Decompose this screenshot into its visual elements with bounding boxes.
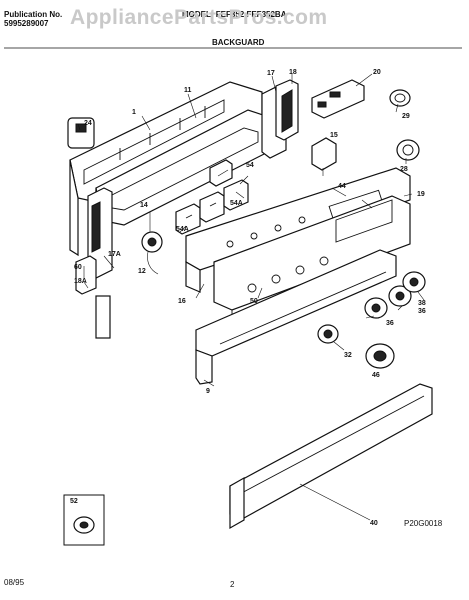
publication-number: 5995289007 — [4, 19, 49, 28]
part-24-cap — [67, 117, 95, 149]
callout-17: 17 — [267, 70, 275, 77]
callout-15: 15 — [330, 132, 338, 139]
gear-motor — [141, 231, 163, 275]
callout-54: 54 — [246, 162, 254, 169]
callout-54a-lower: 54A — [176, 226, 189, 233]
right-end-cap — [261, 79, 299, 159]
callout-20: 20 — [373, 69, 381, 76]
callout-19: 19 — [417, 191, 425, 198]
switch-modules — [175, 159, 249, 235]
callout-11: 11 — [184, 87, 192, 94]
callout-9: 9 — [206, 388, 210, 395]
callout-16: 16 — [178, 298, 186, 305]
small-knobs — [389, 89, 420, 161]
part-15-bracket — [311, 137, 337, 171]
callout-18a: 18A — [74, 278, 87, 285]
callout-60: 60 — [74, 264, 82, 271]
callout-28: 28 — [400, 166, 408, 173]
callout-36-mid: 36 — [386, 320, 394, 327]
callout-17a: 17A — [108, 251, 121, 258]
publication-label: Publication No. — [4, 10, 63, 19]
callout-46: 46 — [372, 372, 380, 379]
callout-18: 18 — [289, 69, 297, 76]
callout-40: 40 — [370, 520, 378, 527]
control-knobs — [317, 271, 426, 369]
callout-12: 12 — [138, 268, 146, 275]
callout-44: 44 — [338, 183, 346, 190]
left-end-cap — [75, 187, 113, 339]
leader-lines — [77, 73, 425, 521]
control-panel-trim — [213, 195, 411, 318]
inset-box-part-52 — [63, 494, 105, 546]
watermark: AppliancePartsPros.com — [70, 6, 328, 29]
callout-29: 29 — [402, 113, 410, 120]
section-title: BACKGUARD — [212, 38, 265, 47]
callout-54a-upper: 54A — [230, 200, 243, 207]
callout-1: 1 — [132, 109, 136, 116]
callout-32: 32 — [344, 352, 352, 359]
lower-trim-overlay — [195, 249, 397, 385]
callout-50: 50 — [250, 298, 258, 305]
footer-date: 08/95 — [4, 578, 25, 587]
callout-38: 38 — [418, 300, 426, 307]
control-panel — [185, 167, 411, 293]
model-number: MODEL: FEF352 FEF352BA — [182, 10, 287, 19]
callout-52: 52 — [70, 498, 78, 505]
page-number: 2 — [230, 580, 235, 589]
clock-timer-part — [311, 79, 365, 119]
callout-14: 14 — [140, 202, 148, 209]
callout-24: 24 — [84, 120, 92, 127]
callout-36-right: 36 — [418, 308, 426, 315]
bottom-trim-strip — [229, 383, 433, 530]
diagram-code: P20G0018 — [404, 519, 443, 528]
